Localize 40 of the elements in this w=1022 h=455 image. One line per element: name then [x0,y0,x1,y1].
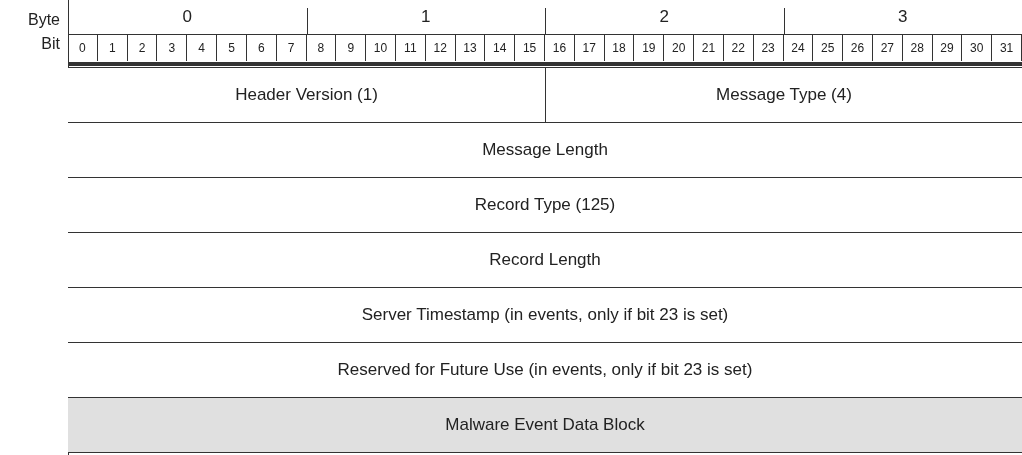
byte-number: 1 [420,6,432,28]
bit-number: 4 [187,35,218,61]
bit-number: 27 [872,35,903,61]
bit-number: 22 [723,35,754,61]
bit-number: 20 [664,35,695,61]
bit-number: 8 [306,35,337,61]
bit-number: 0 [68,35,98,61]
row-heading: Bit [40,34,60,54]
bit-number: 29 [932,35,963,61]
bit-number: 15 [515,35,545,61]
bit-number: 17 [574,35,605,61]
bit-number: 11 [395,35,426,61]
bit-number: 23 [753,35,784,61]
bit-number: 2 [127,35,158,61]
byte-number: 3 [897,6,909,28]
bit-number: 31 [992,35,1022,61]
bit-number: 3 [157,35,188,61]
bit-number: 28 [902,35,933,61]
bit-number: 9 [336,35,367,61]
bit-number: 7 [276,35,307,61]
bit-number: 14 [485,35,516,61]
field-cell: Malware Event Data Block [68,397,1022,453]
byte-number: 0 [181,6,193,28]
bit-number: 6 [246,35,277,61]
bit-number: 26 [843,35,873,61]
bit-number: 18 [604,35,635,61]
bit-number: 1 [97,35,128,61]
bit-number: 12 [425,35,456,61]
bit-number: 16 [545,35,575,61]
bit-number: 5 [217,35,247,61]
bit-number: 24 [783,35,814,61]
byte-number: 2 [658,6,670,28]
field-cell: Header Version (1) [68,67,546,123]
bit-number: 21 [694,35,724,61]
bit-number: 25 [813,35,844,61]
bit-number: 30 [962,35,993,61]
bit-number: 19 [634,35,665,61]
bit-number: 13 [455,35,486,61]
row-heading: Byte [27,10,60,30]
bit-number: 10 [366,35,396,61]
